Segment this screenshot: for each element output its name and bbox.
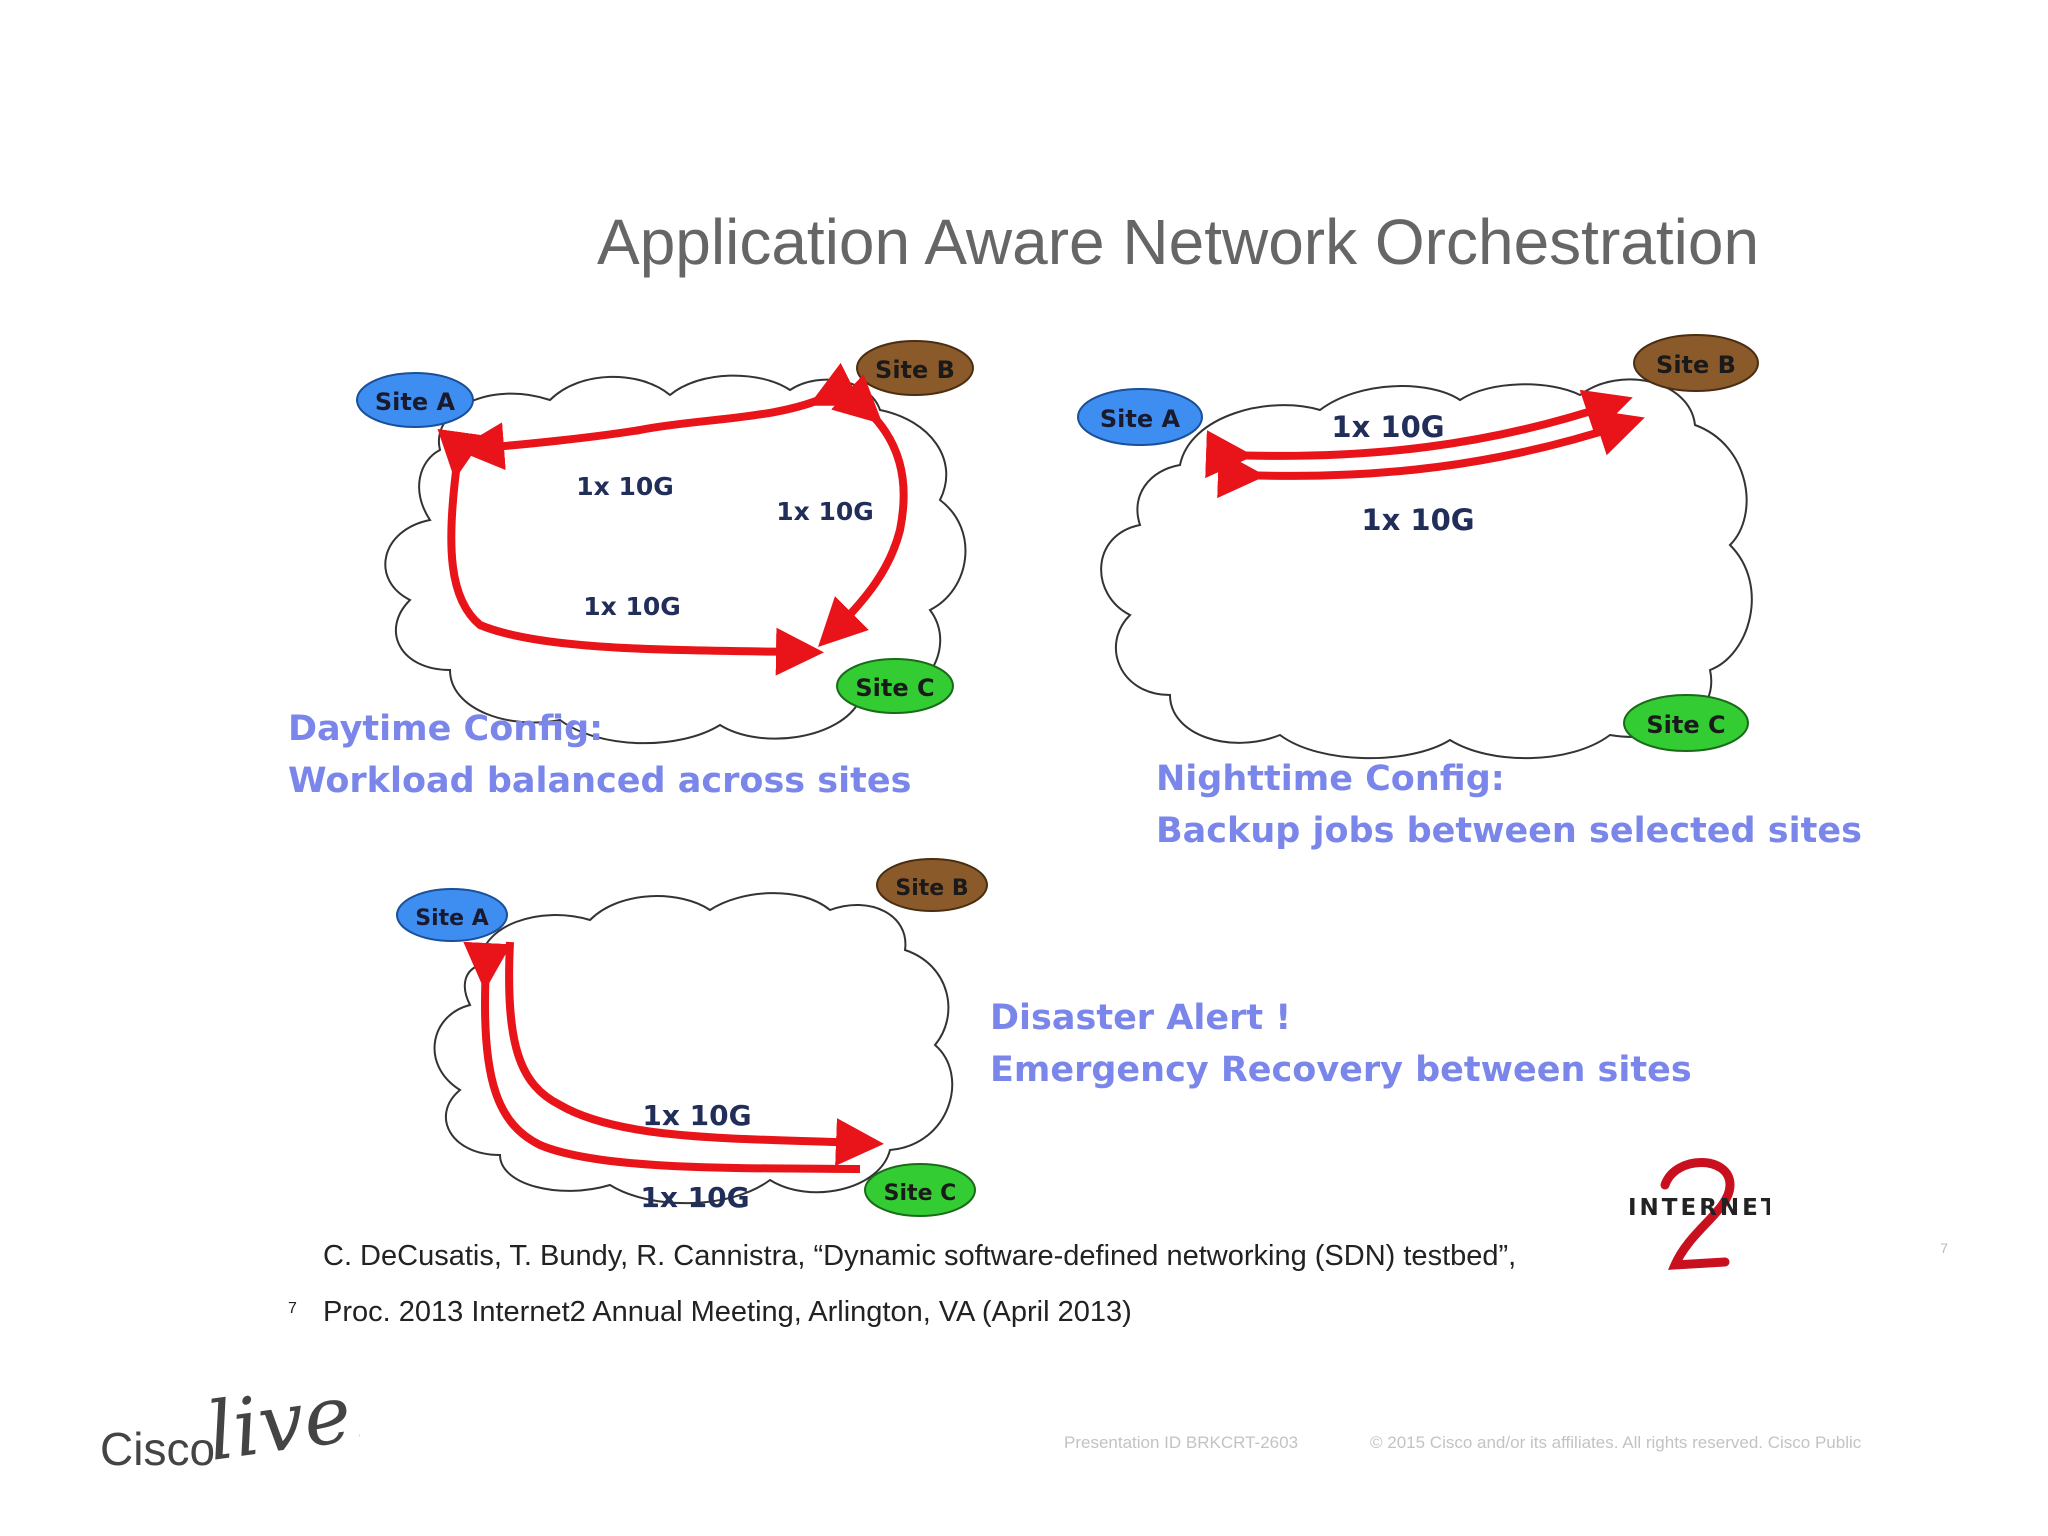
daytime-diagram: Site A Site B Site C 1x 10G 1x 10G 1x 10… bbox=[356, 340, 974, 745]
link-label-lower: 1x 10G bbox=[1361, 503, 1474, 537]
network-cloud bbox=[433, 892, 954, 1205]
site-a-label: Site A bbox=[1100, 405, 1181, 433]
disaster-diagram: Site A Site B Site C 1x 10G 1x 10G bbox=[396, 858, 988, 1217]
link-label-upper: 1x 10G bbox=[642, 1099, 751, 1132]
site-b-label: Site B bbox=[875, 356, 955, 384]
page-number: 7 bbox=[1940, 1240, 1948, 1256]
nighttime-caption-line1: Nighttime Config: bbox=[1156, 759, 1505, 799]
site-b-node bbox=[1633, 334, 1759, 392]
nighttime-caption: Nighttime Config: Backup jobs between se… bbox=[1156, 753, 1862, 857]
site-c-node bbox=[836, 658, 954, 714]
arrow-a-c-outer bbox=[463, 941, 861, 1173]
daytime-caption-line1: Daytime Config: bbox=[288, 709, 604, 749]
internet2-logo-text: INTERNET bbox=[1628, 1195, 1770, 1221]
link-label-ab: 1x 10G bbox=[576, 472, 674, 501]
site-b-label: Site B bbox=[895, 876, 968, 901]
site-b-label: Site B bbox=[1656, 351, 1736, 379]
site-c-label: Site C bbox=[855, 674, 934, 702]
cisco-live-text: live! bbox=[202, 1362, 360, 1479]
disaster-caption-line2: Emergency Recovery between sites bbox=[990, 1050, 1692, 1090]
reference-line1: C. DeCusatis, T. Bundy, R. Cannistra, “D… bbox=[323, 1240, 1517, 1272]
disaster-caption: Disaster Alert ! Emergency Recovery betw… bbox=[990, 992, 1692, 1096]
nighttime-caption-line2: Backup jobs between selected sites bbox=[1156, 811, 1862, 851]
internet2-logo: INTERNET bbox=[1628, 1158, 1770, 1270]
site-c-label: Site C bbox=[884, 1181, 957, 1206]
copyright-notice: © 2015 Cisco and/or its affiliates. All … bbox=[1370, 1433, 1862, 1452]
arrow-a-b-lower bbox=[1217, 409, 1645, 499]
site-b-node bbox=[876, 858, 988, 912]
internet2-logo-mark bbox=[1660, 1158, 1735, 1270]
site-c-node bbox=[864, 1163, 976, 1217]
link-label-ac: 1x 10G bbox=[583, 592, 681, 621]
presentation-id: Presentation ID BRKCRT-2603 bbox=[1064, 1433, 1299, 1452]
daytime-caption-line2: Workload balanced across sites bbox=[288, 761, 912, 801]
cisco-brand-text: Cisco bbox=[100, 1423, 215, 1475]
site-c-node bbox=[1623, 694, 1749, 752]
slide-title: Application Aware Network Orchestration bbox=[597, 206, 1760, 278]
link-label-lower: 1x 10G bbox=[640, 1181, 749, 1214]
arrow-a-c bbox=[437, 428, 824, 676]
cisco-live-logo: Cisco live! bbox=[100, 1362, 360, 1479]
link-label-upper: 1x 10G bbox=[1331, 410, 1444, 444]
arrow-a-c-inner bbox=[505, 941, 884, 1167]
reference-line2: Proc. 2013 Internet2 Annual Meeting, Arl… bbox=[323, 1296, 1132, 1328]
arrow-b-c bbox=[818, 374, 908, 647]
daytime-caption: Daytime Config: Workload balanced across… bbox=[288, 703, 911, 807]
site-a-node bbox=[396, 888, 508, 942]
reference-marker: 7 bbox=[288, 1300, 297, 1317]
link-label-bc: 1x 10G bbox=[776, 497, 874, 526]
site-a-label: Site A bbox=[375, 388, 456, 416]
site-a-label: Site A bbox=[415, 906, 489, 931]
site-c-label: Site C bbox=[1646, 711, 1725, 739]
nighttime-diagram: Site A Site B Site C 1x 10G 1x 10G bbox=[1077, 334, 1759, 760]
site-a-node bbox=[1077, 388, 1203, 446]
disaster-caption-line1: Disaster Alert ! bbox=[990, 998, 1292, 1038]
